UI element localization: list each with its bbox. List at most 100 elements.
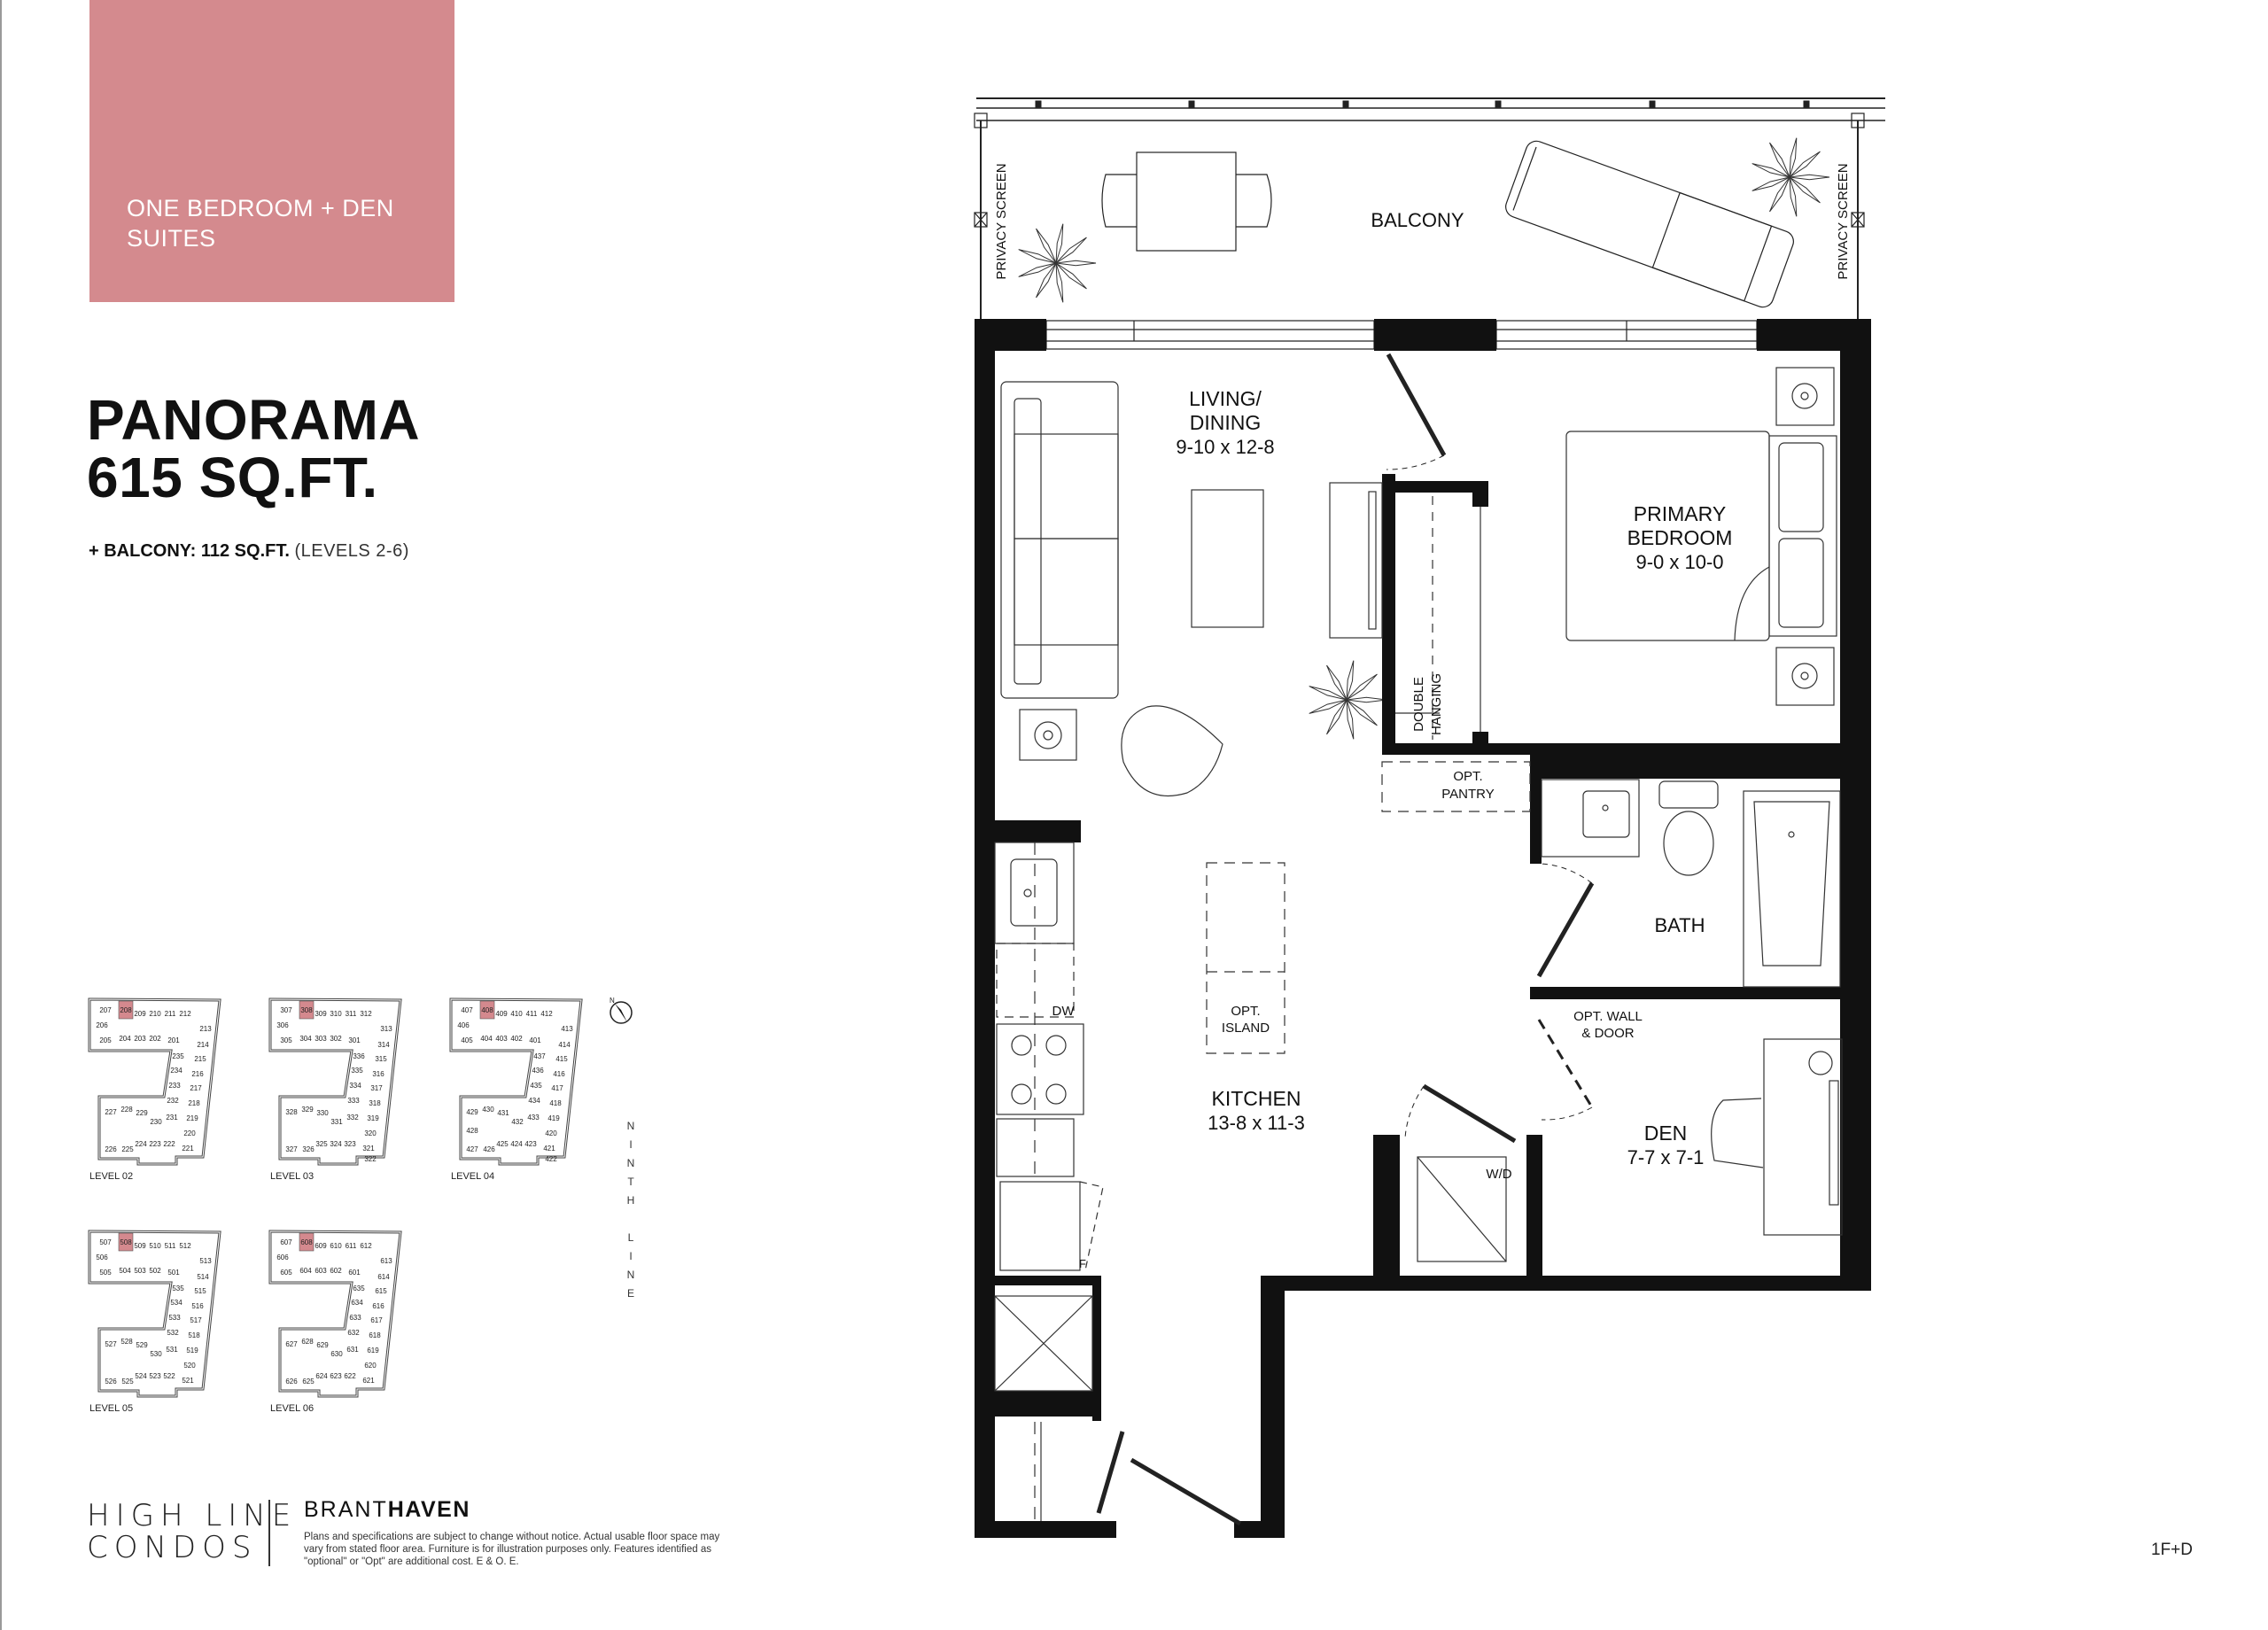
plant-leaf [1055,262,1087,290]
rail-post [1035,100,1042,109]
unit-number: 616 [372,1302,384,1310]
den-label: DEN [1644,1122,1688,1145]
unit-number: 232 [167,1097,179,1105]
unit-number: 321 [362,1145,375,1153]
unit-number: 417 [551,1084,563,1092]
unit-number: 320 [364,1129,377,1137]
unit-number: 207 [99,1006,112,1014]
street-letter: H [627,1194,635,1207]
unit-number: 515 [194,1287,206,1295]
unit-number: 319 [367,1114,379,1122]
bedroom-label-1: PRIMARY [1634,502,1726,525]
unit-number: 234 [170,1067,183,1075]
stove [996,1023,1084,1115]
unit-number: 433 [527,1114,540,1122]
privacy-screen-post [974,113,1865,228]
walls [975,319,1871,1538]
building-outline-inner [450,998,582,1165]
plant-leaf [1018,249,1057,264]
living-label-1: LIVING/ [1189,387,1262,410]
rail-post [1803,100,1810,109]
dw-label: DW [1052,1004,1076,1019]
unit-number: 527 [105,1340,117,1348]
unit-number: 208 [120,1006,132,1014]
pantry-label-1: OPT. [1453,769,1482,784]
unit-number: 327 [285,1145,298,1153]
unit-number: 325 [315,1140,328,1148]
plant-leaf [1326,664,1348,701]
model-name: PANORAMA [87,388,421,452]
unit-number: 617 [370,1316,383,1324]
unit-number: 304 [299,1035,312,1043]
unit-number: 434 [528,1097,540,1105]
unit-number: 303 [315,1035,327,1043]
pantry-label-2: PANTRY [1441,787,1494,802]
unit-number: 324 [330,1140,342,1148]
unit-number: 534 [170,1299,183,1307]
unit-number: 415 [555,1055,568,1063]
unit-number: 436 [532,1067,544,1075]
unit-number: 514 [197,1273,209,1281]
unit-number: 312 [360,1010,372,1018]
plant-leaf [1789,176,1798,217]
island-label-2: ISLAND [1222,1021,1270,1036]
plant-leaf [1751,176,1790,191]
plant-leaf [1326,699,1348,735]
unit-number: 213 [199,1025,212,1033]
unit-number: 513 [199,1257,212,1265]
armchair [1121,705,1223,796]
unit-number: 406 [457,1021,470,1029]
unit-number: 531 [166,1346,178,1354]
unit-number: 202 [149,1035,161,1043]
plant-leaf [1036,262,1057,299]
unit-number: 206 [96,1021,108,1029]
unit-number: 532 [167,1329,179,1337]
brand-bold: HAVEN [387,1497,470,1522]
opt-wall-label-2: & DOOR [1581,1026,1634,1041]
unit-number: 220 [183,1129,196,1137]
unit-number: 601 [348,1269,361,1277]
plant-leaf [1769,176,1790,213]
suite-type-line1: ONE BEDROOM + DEN [127,195,394,221]
unit-number: 219 [186,1114,198,1122]
unit-number: 411 [526,1010,538,1018]
laundry-door [1404,1083,1517,1144]
unit-number: 525 [121,1378,134,1386]
desk [1763,1038,1843,1236]
unit-number: 336 [353,1052,365,1060]
compass-icon: N [610,997,633,1024]
unit-number: 416 [553,1070,565,1078]
unit-number: 418 [549,1099,562,1107]
unit-number: 323 [344,1140,356,1148]
plant-leaf [1789,151,1821,178]
unit-number: 621 [362,1377,375,1385]
bedroom-label-2: BEDROOM [1627,526,1733,549]
level-label: LEVEL 03 [270,1171,314,1182]
plant-leaf [1346,696,1387,703]
high-line-condos-logo: HIGH LINE CONDOS [87,1500,297,1564]
unit-number: 224 [135,1140,147,1148]
unit-number: 221 [182,1145,194,1153]
bath-label: BATH [1654,914,1705,936]
unit-number: 218 [188,1099,200,1107]
closet-label-1: DOUBLE [1411,677,1426,732]
closet-label-2: HANGING [1429,673,1444,735]
footer-divider [268,1500,270,1566]
opt-wall-label-1: OPT. WALL [1573,1009,1643,1024]
branthaven-logo: BRANTHAVEN [304,1497,470,1523]
unit-number: 401 [529,1036,541,1044]
unit-number: 215 [194,1055,206,1063]
opt-den-door [1537,1019,1594,1121]
unit-number: 633 [349,1314,361,1322]
street-letter: N [627,1157,635,1169]
fridge [999,1181,1104,1271]
unit-number: 217 [190,1084,202,1092]
plant-leaf [1055,237,1087,264]
balcony-label: BALCONY [1371,209,1464,231]
desk-chair [1711,1098,1764,1168]
unit-number: 517 [190,1316,202,1324]
building-outline-inner [89,1230,221,1397]
unit-number: 518 [188,1331,200,1339]
